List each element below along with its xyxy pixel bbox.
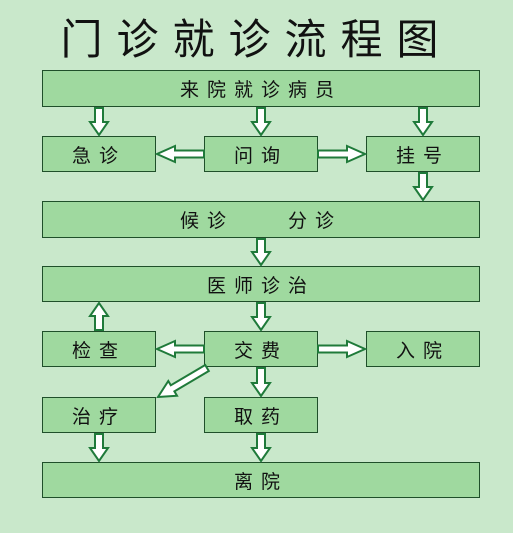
arrow-arrival-to-emergency xyxy=(88,107,110,137)
arrow-payment-to-medicine xyxy=(250,367,272,398)
arrow-medicine-to-leave xyxy=(250,433,272,463)
arrow-inquiry-to-registration xyxy=(317,144,368,164)
arrow-doctor-to-payment xyxy=(250,302,272,332)
arrow-inquiry-to-emergency xyxy=(154,144,205,164)
arrow-payment-to-admission xyxy=(317,339,368,359)
node-treatment: 治疗 xyxy=(42,397,156,433)
arrow-registration-to-waiting xyxy=(412,172,434,202)
arrow-arrival-to-registration xyxy=(412,107,434,137)
diagram-title: 门诊就诊流程图 xyxy=(60,15,453,64)
node-arrival: 来院就诊病员 xyxy=(42,70,480,107)
arrow-waiting-to-doctor xyxy=(250,238,272,267)
node-examination: 检查 xyxy=(42,331,156,367)
node-doctor: 医师诊治 xyxy=(42,266,480,302)
node-waiting: 候诊 分诊 xyxy=(42,201,480,238)
arrow-arrival-to-inquiry xyxy=(250,107,272,137)
node-medicine: 取药 xyxy=(204,397,318,433)
node-registration: 挂号 xyxy=(366,136,480,172)
arrow-payment-to-examination xyxy=(154,339,205,359)
node-admission: 入院 xyxy=(366,331,480,367)
arrow-payment-to-treatment xyxy=(156,363,211,399)
arrow-treatment-to-leave xyxy=(88,433,110,463)
node-payment: 交费 xyxy=(204,331,318,367)
arrow-examination-to-doctor xyxy=(88,301,110,331)
